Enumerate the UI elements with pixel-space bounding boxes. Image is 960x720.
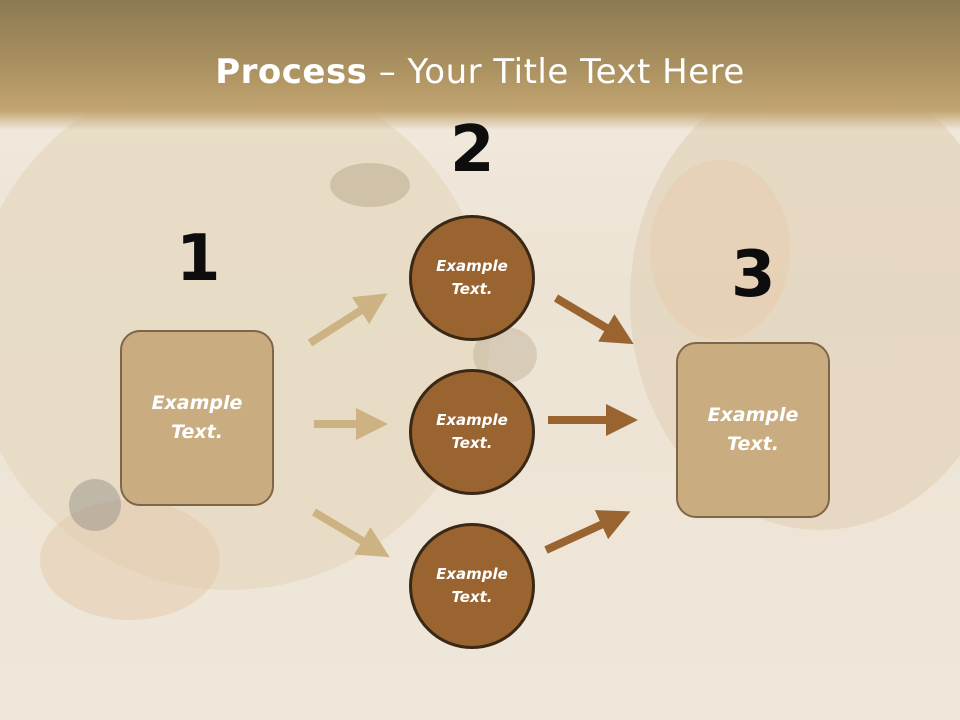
circle-middle-line1: Example [436,411,508,429]
arrow-left-up [307,293,388,347]
title-bold: Process [215,52,368,92]
step-number-3: 3 [731,238,776,312]
left-box-line1: Example [151,392,243,414]
person-face [650,160,790,340]
circle-top-line2: Text. [451,280,493,298]
left-box-line2: Text. [171,421,223,443]
circle-top-line1: Example [436,257,508,275]
right-box-line1: Example [707,404,799,426]
hand-shape [40,500,220,620]
circle-middle-line2: Text. [451,434,493,452]
stethoscope-shape [69,479,121,531]
arrow-left-down [311,508,390,558]
dog-nose [473,327,537,383]
step-number-1: 1 [176,222,221,296]
dog-eye [330,163,410,207]
circle-bottom-line1: Example [436,565,508,583]
step-number-2: 2 [450,113,495,187]
title-bar [0,0,960,130]
slide-title: Process – Your Title Text Here [0,52,960,92]
title-rest: – Your Title Text Here [367,52,745,92]
right-box-line2: Text. [727,433,779,455]
arrow-right-down [544,510,631,554]
arrow-right-up [553,294,634,345]
circle-bottom-line2: Text. [451,588,493,606]
